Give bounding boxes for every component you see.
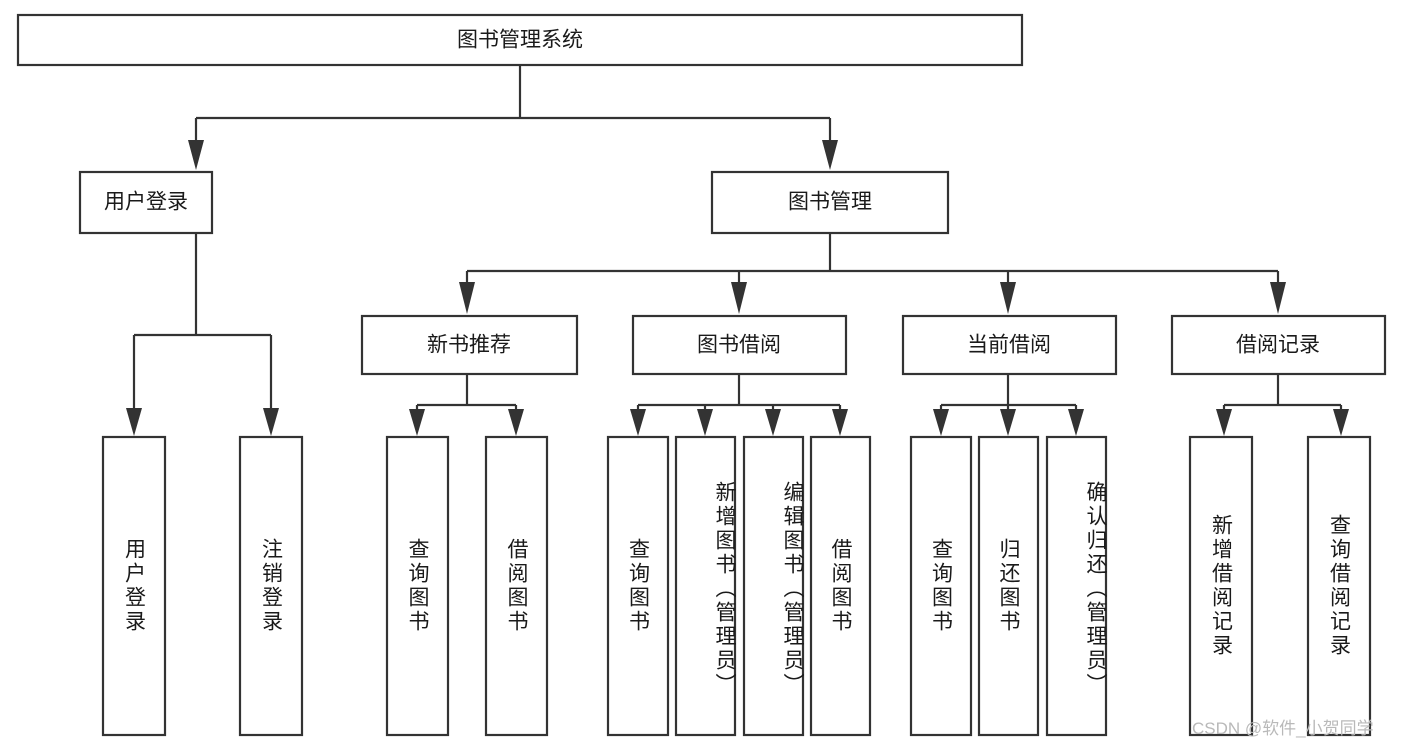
node-root-label: 图书管理系统: [457, 29, 583, 52]
leaf-logout-box[interactable]: [238, 435, 304, 737]
leaf-return-book-box[interactable]: [977, 435, 1040, 737]
node-book-borrow-box[interactable]: [631, 314, 848, 376]
leaf-borrow-book-box[interactable]: [809, 435, 872, 737]
node-current-borrow-box[interactable]: [901, 314, 1118, 376]
node-root-box[interactable]: [16, 13, 1024, 67]
node-book-management-box[interactable]: [710, 170, 950, 235]
node-new-book-recommend-box[interactable]: [360, 314, 579, 376]
leaf-borrow-book-new-box[interactable]: [484, 435, 549, 737]
connector-userlogin-to-children: [126, 233, 279, 436]
connector-root-to-level2: [188, 65, 838, 170]
node-book-management-label: 图书管理: [788, 191, 872, 214]
node-new-book-recommend-label: 新书推荐: [427, 334, 511, 357]
node-book-borrow-label: 图书借阅: [697, 334, 781, 357]
connector-record-to-leaves: [1216, 374, 1349, 436]
leaf-add-borrow-record-box[interactable]: [1188, 435, 1254, 737]
leaf-edit-book-admin-box[interactable]: [742, 435, 805, 737]
node-borrow-record-label: 借阅记录: [1236, 334, 1320, 357]
connector-current-to-leaves: [933, 374, 1084, 436]
connector-borrow-to-leaves: [630, 374, 848, 436]
connector-bookmgmt-to-children: [459, 233, 1286, 314]
node-user-login-label: 用户登录: [104, 191, 188, 214]
leaf-add-book-admin-box[interactable]: [674, 435, 737, 737]
node-current-borrow-label: 当前借阅: [967, 334, 1051, 357]
leaf-query-book-current-box[interactable]: [909, 435, 973, 737]
leaf-query-borrow-record-box[interactable]: [1306, 435, 1372, 737]
leaf-user-login-box[interactable]: [101, 435, 167, 737]
leaf-query-book-new-box[interactable]: [385, 435, 450, 737]
leaf-query-book-borrow-box[interactable]: [606, 435, 670, 737]
node-user-login-box[interactable]: [78, 170, 214, 235]
leaf-confirm-return-admin-box[interactable]: [1045, 435, 1108, 737]
connector-newbook-to-leaves: [409, 374, 524, 436]
node-borrow-record-box[interactable]: [1170, 314, 1387, 376]
